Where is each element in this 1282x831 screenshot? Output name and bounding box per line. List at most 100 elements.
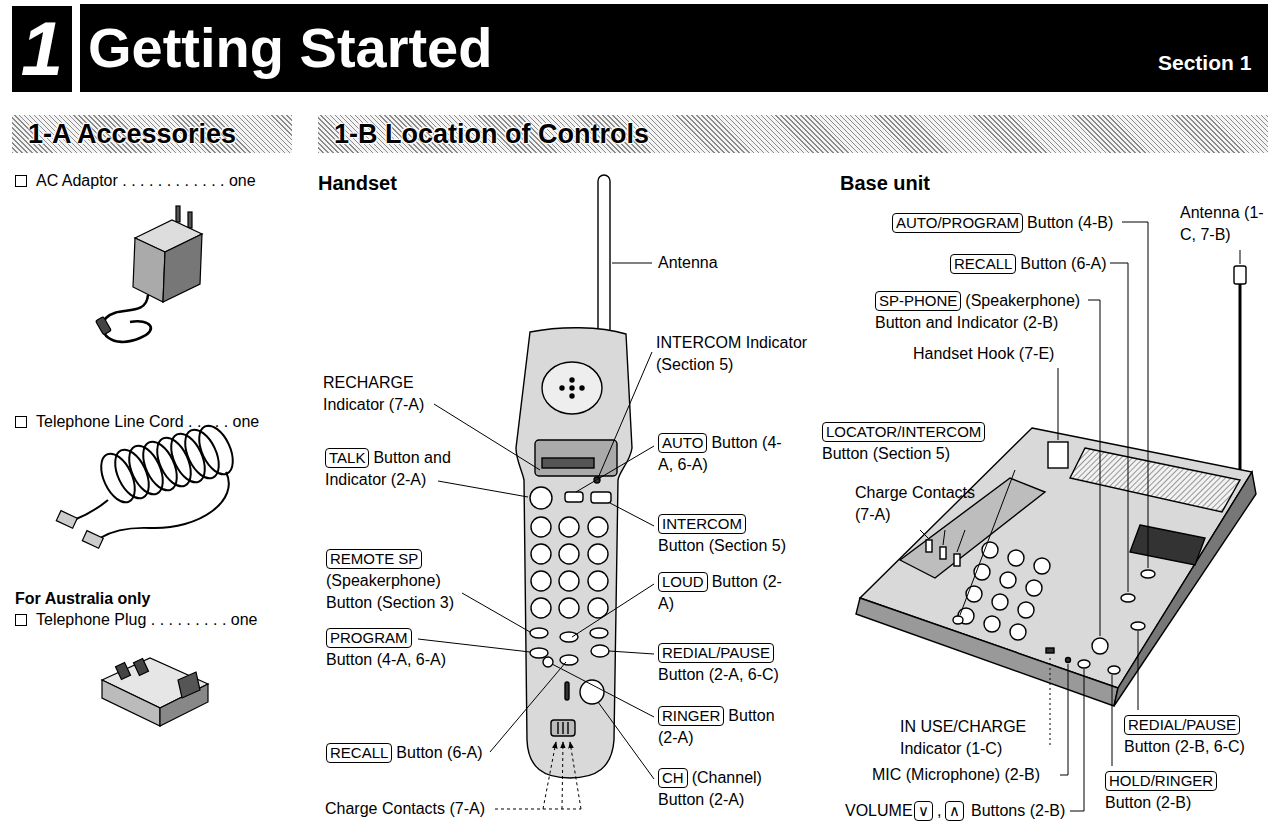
accessory-item: Telephone Plug . . . . . . . . . one	[36, 609, 257, 631]
button-name: LOUD	[658, 572, 708, 592]
section-heading: 1-A Accessories	[12, 115, 292, 153]
leader-line	[598, 352, 652, 478]
handset-illustration	[551, 720, 575, 736]
part-label: Antenna	[658, 252, 718, 274]
header-band	[80, 4, 1268, 92]
button-name: REDIAL/PAUSE	[1124, 715, 1240, 735]
button-description: Button (Section 5)	[822, 443, 1042, 465]
base-unit-illustration	[1092, 638, 1108, 654]
telephone-cord-illustration	[56, 421, 239, 549]
button-callout: PROGRAMButton (4-A, 6-A)	[326, 627, 496, 671]
handset-illustration	[570, 394, 574, 398]
handset-illustration	[516, 175, 632, 778]
handset-illustration	[543, 657, 553, 667]
handset-illustration	[588, 571, 608, 591]
handset-illustration	[530, 487, 552, 509]
button-callout: CH(Channel) Button (2-A)	[658, 767, 783, 811]
telephone-plug-illustration	[134, 659, 149, 676]
telephone-plug-illustration	[116, 663, 131, 680]
handset-illustration	[531, 598, 551, 618]
telephone-cord-illustration	[100, 472, 229, 538]
button-callout: LOCATOR/INTERCOMButton (Section 5)	[822, 421, 1042, 465]
leader-line	[1058, 368, 1059, 440]
button-name: SP-PHONE	[875, 291, 961, 311]
button-description: Button (2-A, 6-C)	[658, 664, 828, 686]
base-unit-illustration	[1010, 624, 1026, 640]
button-callout: HOLD/RINGERButton (2-B)	[1105, 770, 1255, 814]
checkbox	[16, 176, 27, 187]
handset-illustration	[588, 598, 608, 618]
leader-line	[1112, 675, 1113, 766]
handset-illustration	[562, 722, 563, 734]
leader-line	[572, 584, 654, 637]
chapter-number: 1	[12, 6, 72, 92]
part-label: Buttons (2-B)	[971, 800, 1065, 822]
checkbox	[16, 176, 27, 626]
handset-illustration	[560, 655, 578, 665]
leader-line	[1240, 250, 1241, 264]
button-name: LOCATOR/INTERCOM	[822, 422, 985, 442]
base-unit-illustration	[1000, 572, 1016, 588]
base-unit-illustration	[940, 547, 946, 559]
checkbox	[16, 417, 27, 428]
base-unit-illustration	[1026, 580, 1042, 596]
handset-illustration	[531, 517, 551, 537]
base-unit-illustration	[1066, 658, 1071, 663]
button-description: Button (4-B)	[1027, 214, 1113, 231]
part-label: MIC (Microphone) (2-B)	[872, 764, 1040, 786]
leader-line	[1122, 222, 1148, 568]
handset-illustration	[565, 492, 583, 502]
handset-illustration	[542, 458, 594, 468]
handset-illustration	[531, 544, 551, 564]
button-callout: REDIAL/PAUSEButton (2-B, 6-C)	[1124, 714, 1274, 758]
accessory-item: Telephone Line Cord . . . . . one	[36, 411, 259, 433]
leader-line	[943, 530, 945, 545]
base-unit-illustration	[856, 266, 1256, 706]
base-unit-illustration	[954, 554, 960, 566]
ac-adaptor-illustration	[163, 234, 202, 302]
leader-line	[1060, 664, 1068, 775]
base-unit-illustration	[1130, 525, 1205, 565]
handset-illustration	[588, 544, 608, 564]
handset-illustration	[530, 628, 548, 638]
button-description: Button (2-B)	[1105, 792, 1255, 814]
indicator-dotted-line	[1050, 656, 1051, 745]
part-label: Handset Hook (7-E)	[913, 343, 1054, 365]
handset-illustration	[559, 517, 579, 537]
button-name: RINGER	[658, 706, 724, 726]
handset-illustration	[570, 386, 574, 390]
charge-contact-bracket	[570, 742, 581, 809]
button-callout: ∧	[945, 800, 969, 822]
button-description: Button (6-A)	[396, 744, 482, 761]
part-label: Charge Contacts (7-A)	[325, 798, 485, 820]
header-band	[12, 6, 72, 92]
charge-contact-bracket	[562, 742, 563, 809]
button-name: PROGRAM	[326, 628, 412, 648]
button-description: Button (2-B, 6-C)	[1124, 736, 1274, 758]
ac-adaptor-illustration	[96, 317, 112, 335]
base-unit-illustration	[856, 598, 1118, 706]
ac-adaptor-illustration	[176, 206, 180, 222]
charge-contact-bracket	[495, 809, 581, 810]
handset-illustration	[598, 175, 610, 337]
button-name: RECALL	[950, 254, 1016, 274]
leader-line	[576, 446, 654, 492]
button-callout: AUTOButton (4-A, 6-A)	[658, 432, 788, 476]
button-name: HOLD/RINGER	[1105, 771, 1217, 791]
base-unit-illustration	[1108, 666, 1120, 674]
leader-line	[612, 263, 652, 264]
button-callout: ∨	[914, 800, 938, 822]
button-name: TALK	[325, 448, 369, 468]
leader-line	[490, 662, 566, 752]
button-callout: RECALLButton (6-A)	[950, 253, 1150, 275]
charge-contact-bracket	[495, 742, 581, 809]
handset-illustration	[590, 628, 608, 638]
handset-illustration	[542, 362, 602, 414]
leader-line	[1138, 631, 1139, 710]
separator: ,	[937, 800, 941, 822]
button-callout: INTERCOMButton (Section 5)	[658, 513, 818, 557]
ac-adaptor-illustration	[103, 295, 151, 342]
leader-line	[438, 481, 528, 497]
leader-line	[1070, 669, 1084, 811]
part-label: RECHARGE Indicator (7-A)	[323, 372, 448, 416]
